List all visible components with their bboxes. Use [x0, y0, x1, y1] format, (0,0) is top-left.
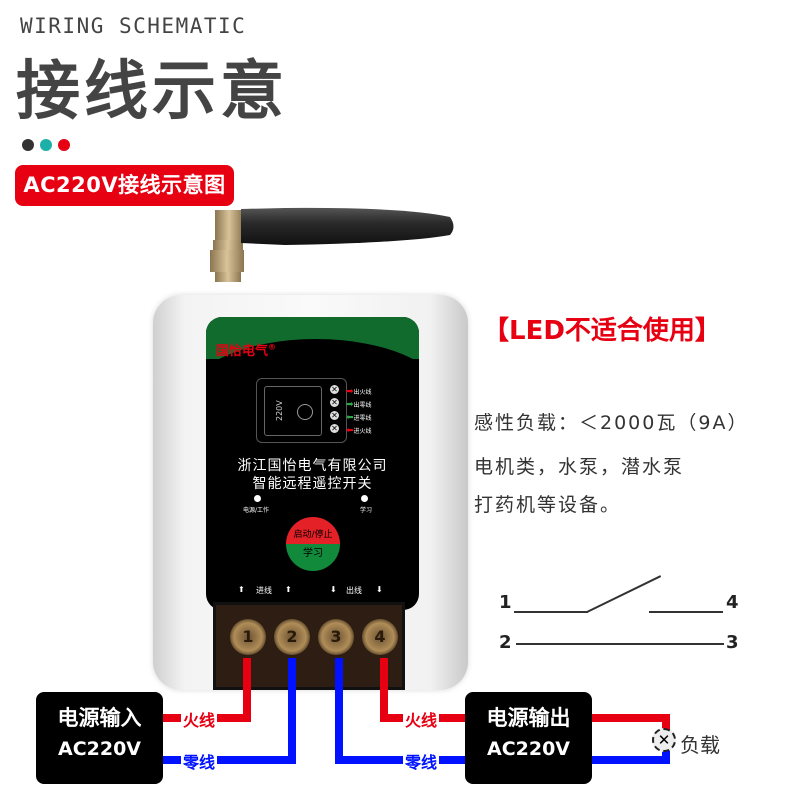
terminal-screw-3: 3: [318, 619, 354, 655]
switch-pin-3: 3: [726, 632, 739, 653]
power-input-box: 电源输入 AC220V: [36, 692, 163, 784]
switch-line-4: [649, 611, 723, 613]
relay-module: 220V ✕ ✕ ✕ ✕: [256, 378, 347, 443]
arrow-up-icon: ⬆: [285, 585, 292, 594]
arrow-left-icon: ⬅: [346, 412, 354, 423]
arrow-right-icon: ➡: [346, 386, 354, 397]
terminal-legend: ➡出火线 ➡出零线 ⬅进零线 ⬅进火线: [346, 386, 372, 436]
spec-line-1: 感性负载：＜2000瓦（9A）: [474, 412, 749, 434]
learn-led: [361, 495, 368, 502]
start-stop-learn-button[interactable]: 启动/停止 学习: [286, 517, 340, 571]
live-label-in: 火线: [181, 707, 218, 731]
terminal-screw-1: 1: [230, 619, 266, 655]
neutral-label-in: 零线: [181, 749, 218, 773]
relay-body: 220V: [264, 386, 322, 436]
live-wire-out: [380, 658, 388, 722]
neutral-wire-in: [288, 658, 296, 764]
load-label: 负载: [680, 733, 720, 757]
screw-icon: ✕: [330, 398, 339, 407]
antenna-icon: [205, 205, 460, 285]
start-stop-label: 启动/停止: [286, 517, 340, 544]
brand-name: 国怡电气: [216, 344, 269, 359]
terminal-label: 进火线: [353, 428, 372, 435]
screw-icon: ✕: [330, 385, 339, 394]
arrow-up-icon: ⬆: [238, 585, 245, 594]
switch-contact: [586, 575, 662, 613]
input-label: 进线: [256, 586, 272, 595]
live-wire-load: [590, 714, 670, 722]
spec-line-2: 电机类，水泵，潜水泵: [474, 456, 685, 478]
subtitle: WIRING SCHEMATIC: [20, 14, 247, 38]
live-label-out: 火线: [403, 707, 440, 731]
neutral-label-out: 零线: [403, 749, 440, 773]
terminal-screw-2: 2: [274, 619, 310, 655]
power-output-title: 电源输出: [486, 706, 571, 730]
learn-label: 学习: [286, 544, 340, 571]
load-lamp-icon: ✕: [652, 728, 676, 752]
spec-line-3: 打药机等设备。: [474, 494, 622, 516]
company-name: 浙江国怡电气有限公司: [237, 458, 388, 474]
neutral-wire-out-h: [335, 756, 470, 764]
arrow-left-icon: ⬅: [346, 425, 354, 436]
switch-pin-1: 1: [499, 592, 512, 613]
output-label: 出线: [346, 586, 362, 595]
terminal-label: 进零线: [353, 415, 372, 422]
learn-led-label: 学习: [360, 507, 373, 514]
switch-pin-2: 2: [499, 632, 512, 653]
power-output-box: 电源输出 AC220V: [465, 692, 592, 784]
relay-voltage: 220V: [275, 400, 284, 421]
power-led-label: 电源/工作: [243, 507, 270, 514]
decor-dot-red: [58, 139, 70, 151]
screw-icon: ✕: [330, 411, 339, 420]
product-name: 智能远程遥控开关: [252, 476, 373, 492]
neutral-wire-out: [335, 658, 343, 764]
terminal-block: 1 2 3 4: [213, 602, 405, 690]
switch-pin-4: 4: [726, 592, 739, 613]
live-wire-in: [243, 658, 251, 722]
terminal-label: 出零线: [353, 402, 372, 409]
switch-line-2-3: [516, 643, 724, 645]
faceplate-wave: [206, 339, 419, 399]
power-input-voltage: AC220V: [57, 738, 141, 760]
relay-knob: [297, 404, 313, 420]
brand-logo: 国怡电气®: [216, 340, 276, 359]
power-input-title: 电源输入: [57, 706, 142, 730]
decor-dot-teal: [40, 139, 52, 151]
device-faceplate: 国怡电气® 220V ✕ ✕ ✕ ✕ ➡出火线 ➡出零线 ⬅进零线 ⬅进火线 浙…: [206, 317, 419, 610]
decor-dot-dark: [22, 139, 34, 151]
arrow-down-icon: ⬇: [376, 585, 383, 594]
power-led: [254, 495, 261, 502]
page-title: 接线示意: [16, 55, 288, 129]
terminal-screw-4: 4: [362, 619, 398, 655]
power-output-voltage: AC220V: [486, 738, 570, 760]
neutral-wire-in-h: [163, 756, 296, 764]
registered-mark: ®: [268, 342, 277, 352]
switch-line-1: [514, 611, 588, 613]
arrow-down-icon: ⬇: [330, 585, 337, 594]
live-wire-load-v: [662, 714, 670, 732]
arrow-right-icon: ➡: [346, 399, 354, 410]
section-badge: AC220V接线示意图: [15, 165, 234, 206]
led-warning: 【LED不适合使用】: [483, 316, 721, 346]
terminal-label: 出火线: [353, 389, 372, 396]
neutral-wire-load: [590, 756, 670, 764]
neutral-wire-load-v: [662, 748, 670, 764]
screw-icon: ✕: [330, 424, 339, 433]
